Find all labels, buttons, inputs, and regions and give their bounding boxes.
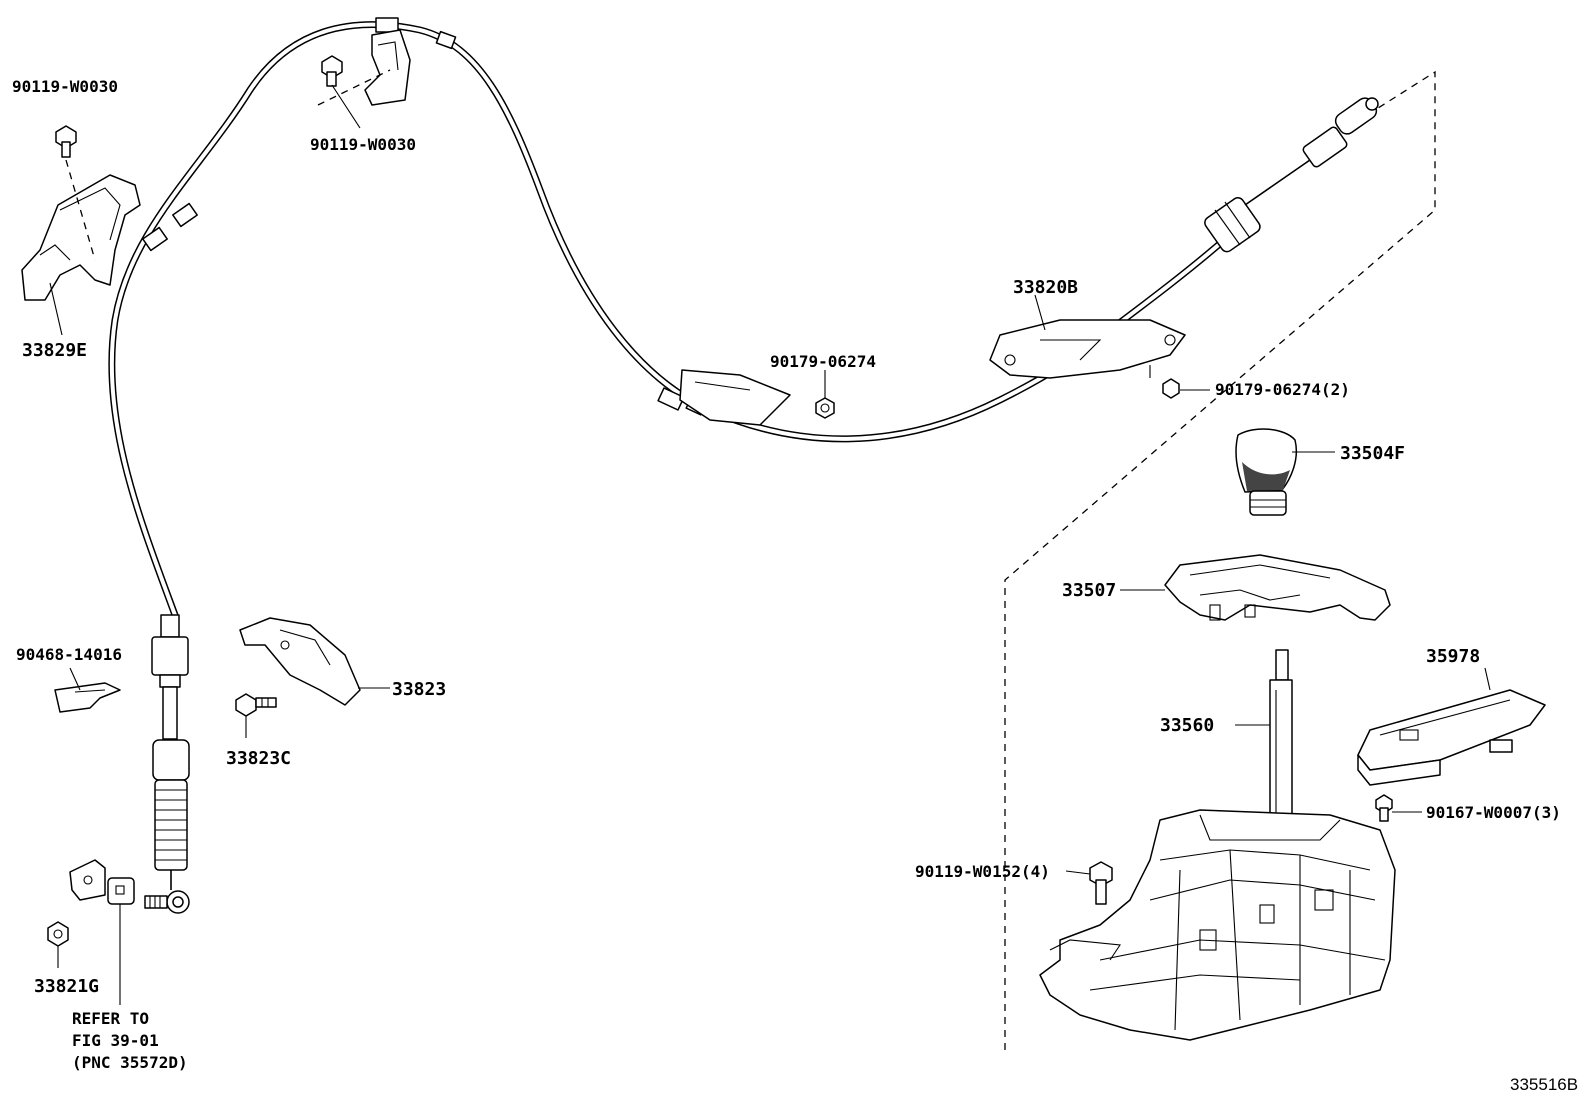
label-90167-w0007-3: 90167-W0007(3)	[1426, 803, 1561, 822]
label-33507: 33507	[1062, 580, 1116, 601]
label-90179-06274: 90179-06274	[770, 352, 876, 371]
cable-shifter-end	[1204, 97, 1379, 253]
assembly-boundary	[1004, 70, 1436, 1050]
illustration-number: 335516B	[1510, 1075, 1578, 1094]
bolt-90119-w0152	[1089, 861, 1113, 905]
label-33560: 33560	[1160, 715, 1214, 736]
labels: 90119-W0030 90119-W0030 33829E 33820B 90…	[12, 77, 1578, 1094]
label-90119-w0030-top: 90119-W0030	[310, 135, 416, 154]
label-90119-w0152-4: 90119-W0152(4)	[915, 862, 1050, 881]
bolt-33823c	[235, 693, 277, 717]
bracket-top	[317, 29, 411, 106]
cable-boot	[154, 779, 188, 871]
bolt-90119-w0030-left	[55, 125, 77, 158]
label-35978: 35978	[1426, 646, 1480, 667]
label-90468-14016: 90468-14016	[16, 645, 122, 664]
label-33823: 33823	[392, 679, 446, 700]
cable-clamp	[679, 369, 791, 426]
shift-cable	[108, 17, 1234, 619]
label-33829e: 33829E	[22, 340, 87, 361]
label-90119-w0030-left: 90119-W0030	[12, 77, 118, 96]
shifter-base	[1039, 809, 1396, 1041]
label-refer-line2: FIG 39-01	[72, 1031, 159, 1050]
bracket-33823	[239, 617, 361, 706]
bushing-33821g	[47, 921, 69, 947]
nut-90179-06274-2	[1162, 378, 1180, 399]
label-33823c: 33823C	[226, 748, 291, 769]
label-refer-line3: (PNC 35572D)	[72, 1053, 188, 1072]
shift-knob-33504f	[1235, 428, 1297, 516]
bolt-90119-w0030-top	[321, 55, 343, 87]
bracket-33829e	[21, 159, 141, 301]
nut-90179-06274	[815, 397, 835, 419]
switch-35978	[1357, 689, 1546, 786]
cable-transmission-end	[144, 614, 190, 914]
leader-lines	[49, 84, 1491, 1005]
screw-90167-w0007	[1375, 794, 1393, 822]
referenced-plate	[69, 859, 135, 905]
label-33820b: 33820B	[1013, 277, 1078, 298]
label-33821g: 33821G	[34, 976, 99, 997]
clip-90468-14016	[54, 682, 121, 713]
label-33504f: 33504F	[1340, 443, 1405, 464]
housing-33507	[1164, 554, 1391, 621]
shift-lever-33560	[1269, 649, 1293, 831]
label-refer-line1: REFER TO	[72, 1009, 149, 1028]
bracket-33820b	[989, 319, 1186, 379]
label-90179-06274-2: 90179-06274(2)	[1215, 380, 1350, 399]
